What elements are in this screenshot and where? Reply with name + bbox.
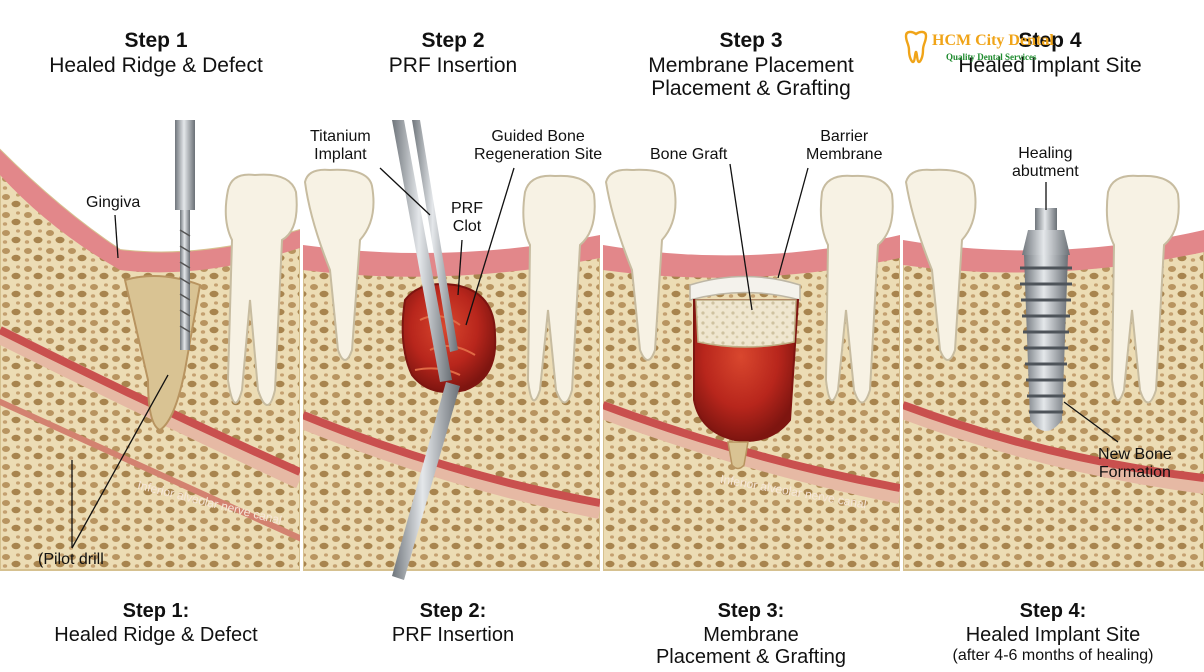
panel-2-header: Step 2 PRF Insertion xyxy=(303,28,603,77)
panel-3-subtitle: Membrane Placement xyxy=(648,54,854,77)
label-gbr-site: Guided Bone Regeneration Site xyxy=(474,128,602,164)
label-bone-graft: Bone Graft xyxy=(650,146,728,163)
logo-tagline: Quality Dental Services xyxy=(946,52,1037,62)
panel-1-subtitle: Healed Ridge & Defect xyxy=(49,54,263,77)
panel-1-footer-title: Step 1: xyxy=(122,600,190,622)
label-prf-clot: PRF Clot xyxy=(451,200,483,236)
label-barrier-membrane: Barrier Membrane xyxy=(806,128,882,164)
panel-4-footer-note: (after 4-6 months of healing) xyxy=(952,647,1154,664)
panel-2-title: Step 2 xyxy=(421,29,485,52)
panel-2-footer-line-1: PRF Insertion xyxy=(391,624,515,646)
tooth-icon xyxy=(904,30,928,64)
panel-4-subtitle: Healed Implant Site xyxy=(958,54,1142,77)
panel-3-art xyxy=(599,120,902,572)
panel-1-art xyxy=(0,120,306,572)
panel-1-footer-line-1: Healed Ridge & Defect xyxy=(54,624,258,646)
panel-3-subtitle-2: Placement & Grafting xyxy=(651,77,851,100)
label-new-bone-line-1: New Bone xyxy=(1098,446,1172,463)
label-healing-abutment-line-1: Healing xyxy=(1018,145,1073,162)
label-healing-abutment: Healing abutment xyxy=(1012,145,1079,181)
panel-4-footer: Step 4: Healed Implant Site (after 4-6 m… xyxy=(903,598,1203,666)
label-titanium-implant: Titanium Implant xyxy=(310,128,371,164)
label-titanium-implant-line-2: Implant xyxy=(314,146,367,163)
label-prf-clot-line-1: PRF xyxy=(451,200,483,217)
label-new-bone-line-2: Formation xyxy=(1098,464,1171,481)
leader-lines xyxy=(71,163,1119,549)
panel-4-art xyxy=(899,120,1204,572)
panel-1-footer: Step 1: Healed Ridge & Defect xyxy=(6,598,306,646)
label-gbr-site-line-2: Regeneration Site xyxy=(474,146,603,163)
label-gingiva: Gingiva xyxy=(86,194,141,211)
panel-3-footer: Step 3: Membrane Placement & Grafting xyxy=(601,598,901,668)
panel-3-title: Step 3 xyxy=(719,29,783,52)
panel-3-footer-line-1: Membrane xyxy=(703,624,799,646)
panel-4-footer-line-1: Healed Implant Site xyxy=(965,624,1141,646)
label-pilot-drill: (Pilot drill xyxy=(38,551,104,568)
panel-2-footer-title: Step 2: xyxy=(419,600,487,622)
panel-3-header: Step 3 Membrane Placement Placement & Gr… xyxy=(601,28,901,100)
panel-1-title: Step 1 xyxy=(124,29,188,52)
label-titanium-implant-line-1: Titanium xyxy=(310,128,371,145)
panel-1-header: Step 1 Healed Ridge & Defect xyxy=(6,28,306,77)
label-barrier-membrane-line-2: Membrane xyxy=(806,146,883,163)
panel-2-footer: Step 2: PRF Insertion xyxy=(303,598,603,646)
panel-2-art xyxy=(299,120,602,580)
label-prf-clot-line-2: Clot xyxy=(452,218,482,235)
panel-2-subtitle: PRF Insertion xyxy=(388,54,518,77)
label-new-bone: New Bone Formation xyxy=(1098,446,1172,482)
panel-4-header: Step 4 Healed Implant Site xyxy=(900,28,1200,77)
label-healing-abutment-line-2: abutment xyxy=(1012,163,1079,180)
label-barrier-membrane-line-1: Barrier xyxy=(820,128,869,145)
logo-name: HCM City Dental xyxy=(932,32,1054,49)
panel-3-footer-line-2: Placement & Grafting xyxy=(655,646,847,668)
panel-3-footer-title: Step 3: xyxy=(717,600,785,622)
label-gbr-site-line-1: Guided Bone xyxy=(491,128,585,145)
illustration xyxy=(0,120,1204,592)
panel-4-title: Step 4 xyxy=(1018,29,1082,52)
panel-4-footer-title: Step 4: xyxy=(1019,600,1087,622)
